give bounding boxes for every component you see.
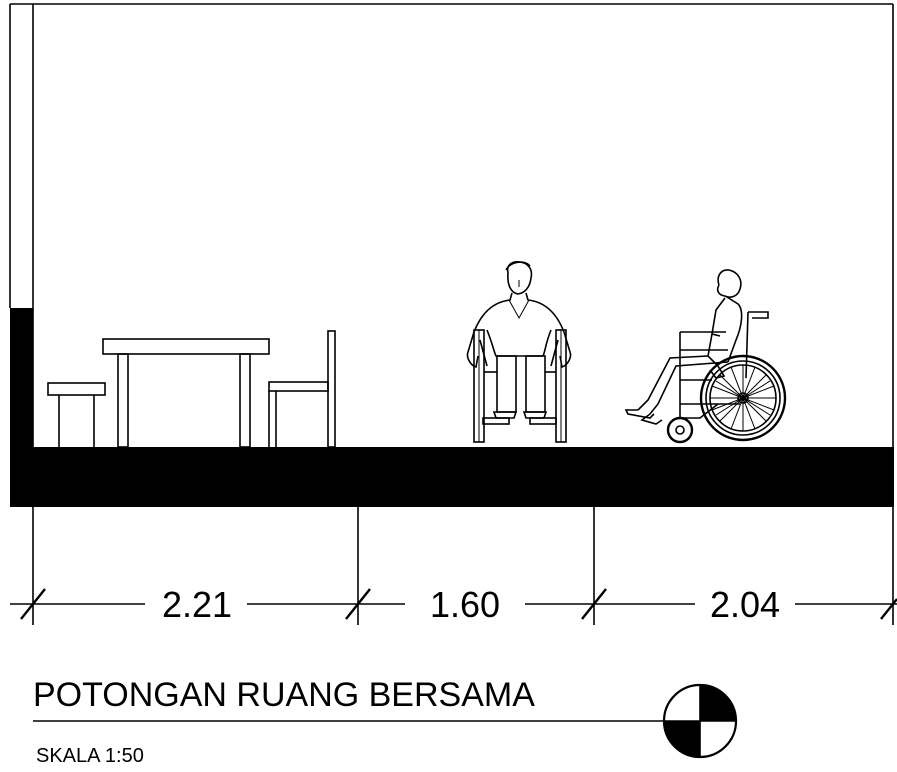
wheelchair-user-front — [466, 261, 572, 443]
chair — [268, 330, 336, 448]
drawing-title: POTONGAN RUANG BERSAMA — [33, 676, 535, 714]
scale-label: SKALA 1:50 — [36, 745, 144, 767]
stool — [47, 382, 106, 447]
floor-slab — [10, 447, 894, 507]
table — [102, 338, 270, 448]
dimension-3: 2.04 — [710, 584, 780, 625]
wheelchair-user-side — [624, 269, 787, 444]
dimension-2: 1.60 — [430, 584, 500, 625]
wheel-spokes — [710, 365, 776, 431]
section-marker-icon — [662, 683, 738, 759]
wall-base — [10, 308, 33, 448]
dimension-line — [10, 507, 897, 625]
dimension-1: 2.21 — [162, 584, 232, 625]
